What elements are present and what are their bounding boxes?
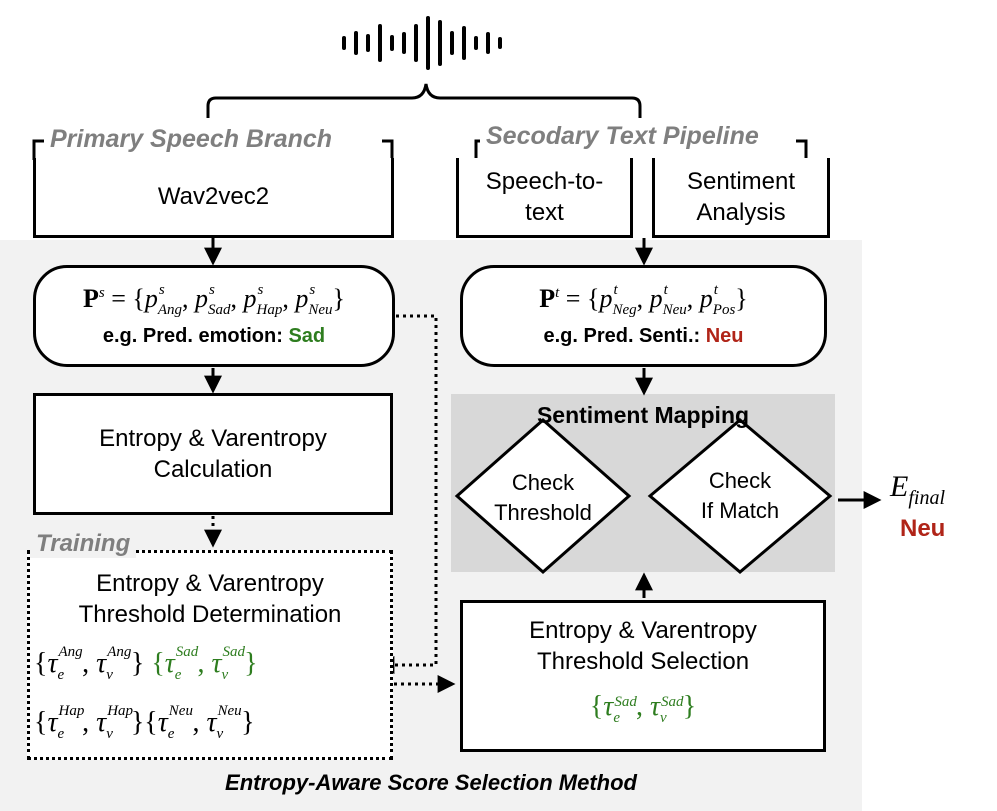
text-example-value: Neu: [705, 325, 744, 347]
check-match-line1: Check: [708, 468, 772, 493]
threshold-selection-box: Entropy & Varentropy Threshold Selection…: [460, 600, 826, 752]
audio-waveform-icon: [342, 16, 502, 70]
sa-line2: Analysis: [696, 198, 786, 226]
training-label: Training: [30, 530, 137, 558]
thresh-det-line1: Entropy & Varentropy: [96, 570, 324, 597]
final-emotion-subscript: final: [908, 487, 945, 509]
text-example-prefix: e.g. Pred. Senti.:: [543, 325, 701, 347]
final-emotion-value: Neu: [900, 515, 946, 542]
thresh-det-line2: Threshold Determination: [78, 601, 342, 628]
wav2vec-box: Wav2vec2: [33, 158, 394, 238]
check-match-diamond: [647, 418, 833, 574]
threshold-determination-text: Entropy & Varentropy Threshold Determina…: [30, 568, 390, 630]
speech-to-text-box: Speech-to- text: [456, 158, 633, 238]
check-threshold-line2: Threshold: [494, 500, 592, 525]
stt-line2: text: [525, 198, 564, 226]
final-emotion-label: Efinal: [890, 470, 945, 510]
speech-example: e.g. Pred. emotion: Sad: [103, 325, 325, 348]
training-box: [27, 550, 393, 760]
check-threshold-line1: Check: [511, 470, 575, 495]
text-example: e.g. Pred. Senti.: Neu: [543, 325, 743, 348]
entropy-calculation-box: Entropy & Varentropy Calculation: [33, 393, 393, 515]
speech-example-prefix: e.g. Pred. emotion:: [102, 325, 283, 347]
diagram-caption: Entropy-Aware Score Selection Method: [225, 770, 637, 795]
sentiment-analysis-box: Sentiment Analysis: [652, 158, 830, 238]
sentiment-mapping-title: Sentiment Mapping: [536, 402, 750, 428]
final-emotion-symbol: E: [890, 470, 909, 503]
speech-example-value: Sad: [288, 325, 326, 347]
check-match-line2: If Match: [700, 498, 780, 523]
check-threshold-diamond: [454, 417, 632, 575]
thresh-sel-line1: Entropy & Varentropy: [529, 617, 757, 644]
speech-branch-title: Primary Speech Branch: [44, 125, 339, 154]
wav2vec-label: Wav2vec2: [157, 183, 270, 210]
check-threshold-label: Check Threshold: [467, 468, 619, 528]
entropy-calc-line1: Entropy & Varentropy: [99, 425, 327, 452]
text-branch-title: Secodary Text Pipeline: [480, 122, 765, 151]
thresh-sel-line2: Threshold Selection: [536, 648, 750, 675]
split-brace: [206, 83, 642, 118]
check-match-label: Check If Match: [662, 466, 818, 526]
stt-line1: Speech-to-: [485, 167, 604, 195]
entropy-calc-line2: Calculation: [153, 456, 273, 483]
sa-line1: Sentiment: [686, 167, 796, 195]
